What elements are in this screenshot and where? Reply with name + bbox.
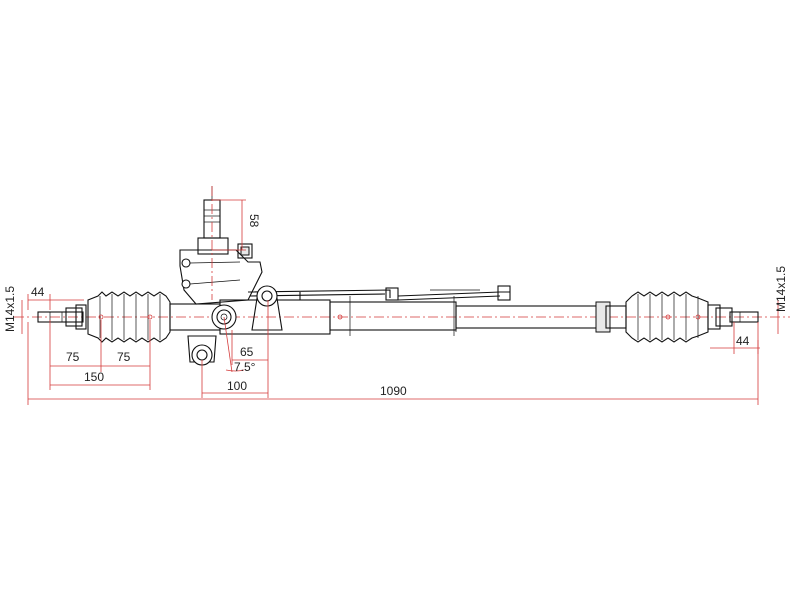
overall-1090-label: 1090 — [380, 384, 407, 398]
right-tie-rod — [707, 304, 759, 330]
mount-bushings — [187, 285, 283, 366]
angle-label: 7.5° — [234, 360, 256, 374]
thread-left-label: M14x1.5 — [3, 286, 17, 332]
left-tie-rod — [37, 304, 87, 330]
right-boot — [625, 291, 709, 343]
left-44-label: 44 — [31, 285, 45, 299]
valve-body — [179, 186, 263, 305]
left-75b-label: 75 — [117, 350, 131, 364]
offset-65-label: 65 — [240, 345, 254, 359]
left-75a-label: 75 — [66, 350, 80, 364]
pinion-58-label: 58 — [247, 214, 261, 228]
mount-100-label: 100 — [227, 379, 247, 393]
left-150-label: 150 — [84, 370, 104, 384]
dimension-lines — [21, 199, 779, 405]
left-boot — [87, 291, 171, 343]
hydraulic-lines — [247, 285, 511, 301]
rack-housing — [169, 296, 627, 336]
thread-right-label: M14x1.5 — [774, 266, 788, 312]
right-44-label: 44 — [736, 334, 750, 348]
